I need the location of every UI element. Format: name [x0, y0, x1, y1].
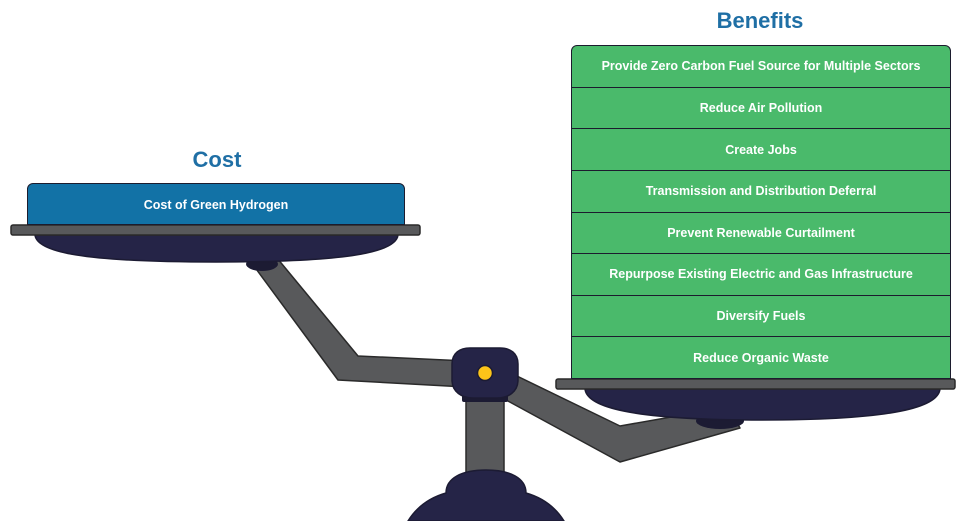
benefit-item: Create Jobs: [572, 129, 950, 171]
right-pan-bowl: [584, 388, 941, 421]
right-pan-rim: [555, 378, 956, 390]
benefits-heading: Benefits: [716, 8, 804, 33]
benefit-item: Reduce Organic Waste: [693, 350, 829, 365]
benefits-stack: Provide Zero Carbon Fuel Source for Mult…: [571, 45, 951, 379]
benefit-item: Diversify Fuels: [572, 296, 950, 338]
pivot-icon: [476, 364, 494, 382]
cost-item: Cost of Green Hydrogen: [27, 183, 405, 225]
benefit-item: Repurpose Existing Electric and Gas Infr…: [572, 254, 950, 296]
benefit-item: Reduce Air Pollution: [572, 88, 950, 130]
benefit-item: Transmission and Distribution Deferral: [572, 171, 950, 213]
benefit-item: Prevent Renewable Curtailment: [572, 213, 950, 255]
benefit-item: Provide Zero Carbon Fuel Source for Mult…: [572, 46, 950, 88]
scale-base: [407, 469, 565, 521]
cost-heading: Cost: [192, 147, 242, 172]
left-pan-bowl: [34, 234, 399, 263]
left-pan-rim: [10, 224, 421, 236]
